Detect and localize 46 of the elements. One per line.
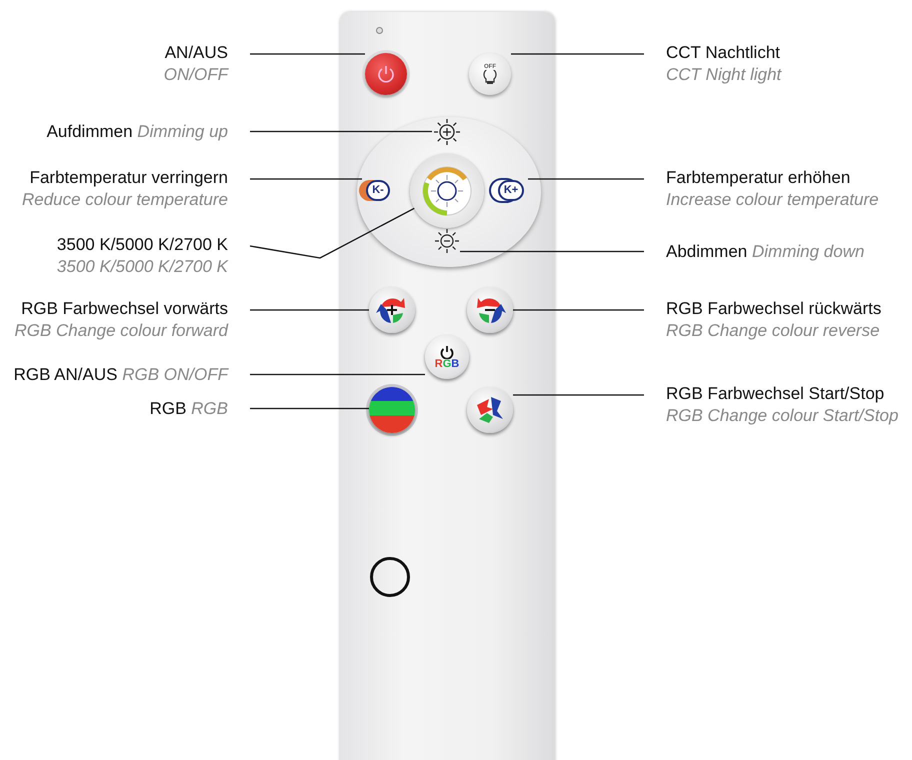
callout-translation: ON/OFF bbox=[162, 64, 228, 86]
leader-line bbox=[528, 178, 644, 180]
callout-label: RGB AN/AUS bbox=[14, 365, 118, 384]
callout-translation: RGB Change colour forward bbox=[13, 320, 228, 342]
callout-translation: Increase colour temperature bbox=[666, 189, 880, 211]
callout-label: Aufdimmen bbox=[46, 122, 133, 141]
callout-translation: Dimming up bbox=[137, 122, 228, 141]
rgb-start-stop-button bbox=[467, 387, 513, 433]
callout-label: Farbtemperatur erhöhen bbox=[666, 167, 852, 189]
callout-label: Abdimmen bbox=[666, 242, 748, 261]
callout-label: RGB Farbwechsel rückwärts bbox=[666, 298, 882, 320]
rgb-colour-button bbox=[369, 387, 415, 433]
remote-control-body bbox=[340, 12, 555, 760]
callout-translation: RGB Change colour Start/Stop bbox=[666, 405, 900, 427]
leader-line bbox=[250, 208, 415, 259]
ring-mark bbox=[370, 557, 410, 597]
callout-translation: RGB ON/OFF bbox=[122, 365, 228, 384]
callout-translation: RGB bbox=[191, 399, 228, 418]
leader-line bbox=[250, 309, 369, 311]
leader-line bbox=[250, 408, 369, 410]
leader-line bbox=[250, 374, 425, 376]
rgb-reverse-button bbox=[467, 287, 513, 333]
callout-translation: CCT Night light bbox=[666, 64, 783, 86]
callout-label: AN/AUS bbox=[164, 42, 228, 64]
callout-label: RGB Farbwechsel vorwärts bbox=[20, 298, 228, 320]
callout-label: 3500 K/5000 K/2700 K bbox=[56, 234, 228, 256]
callout-label: Farbtemperatur verringern bbox=[28, 167, 228, 189]
callout-label: CCT Nachtlicht bbox=[666, 42, 781, 64]
callout-label: RGB bbox=[150, 399, 186, 418]
callout-translation: RGB Change colour reverse bbox=[666, 320, 881, 342]
power-button bbox=[365, 53, 407, 95]
leader-line bbox=[250, 53, 365, 55]
callout-translation: Dimming down bbox=[752, 242, 864, 261]
rgb-power-button bbox=[425, 335, 469, 379]
rgb-forward-button bbox=[369, 287, 415, 333]
leader-line bbox=[250, 130, 432, 132]
leader-line bbox=[513, 309, 644, 311]
callout-label: RGB Farbwechsel Start/Stop bbox=[666, 383, 886, 405]
button-label: RGB bbox=[434, 358, 460, 370]
leader-line bbox=[460, 250, 644, 252]
colour-temperature-button bbox=[410, 154, 484, 228]
leader-line bbox=[513, 394, 644, 396]
callout-translation: 3500 K/5000 K/2700 K bbox=[56, 256, 228, 278]
callout-translation: Reduce colour temperature bbox=[20, 189, 228, 211]
night-light-button bbox=[469, 53, 511, 95]
leader-line bbox=[511, 53, 644, 55]
